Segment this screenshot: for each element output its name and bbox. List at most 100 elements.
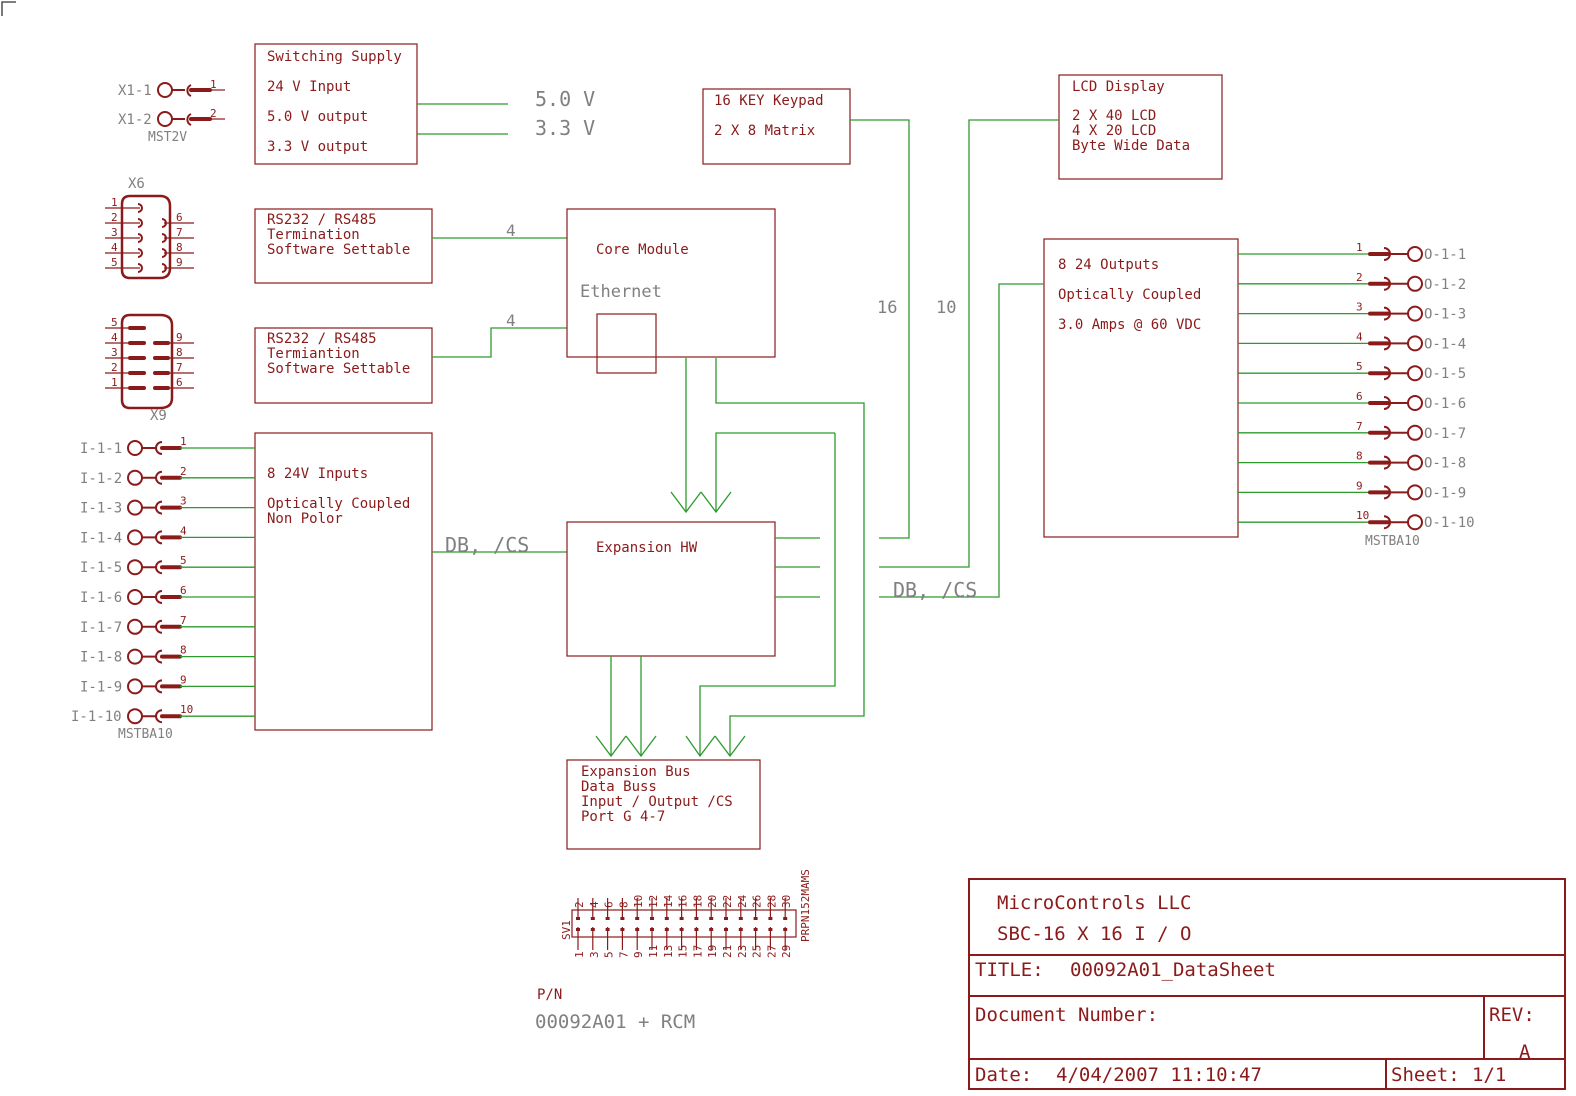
pn-value: 00092A01 + RCM — [535, 1011, 695, 1033]
inputs-line2: Optically Coupled — [267, 496, 410, 512]
pn-label: P/N — [537, 987, 562, 1003]
input-pin-number: 7 — [180, 614, 187, 627]
sv1-top-pin-number: 10 — [632, 895, 645, 908]
sv1-bottom-pin-number: 15 — [677, 945, 690, 958]
sv1-bottom-pin-number: 29 — [780, 945, 793, 958]
x6-left-pin-number: 4 — [111, 241, 118, 254]
input-pin-number: 5 — [180, 554, 187, 567]
input-pin-number: 3 — [180, 495, 187, 508]
input-pin: 1I-1-1 — [80, 435, 255, 457]
input-pin-number: 9 — [180, 673, 187, 686]
rs1-line1: RS232 / RS485 — [267, 212, 377, 228]
x6-db9-connector: X6 — [120, 176, 172, 280]
sv1-top-pin-number: 18 — [691, 895, 704, 908]
ethernet-label: Ethernet — [580, 282, 662, 302]
x1-pin2-label: X1-2 — [118, 112, 152, 128]
outputs-line1: 8 24 Outputs — [1058, 257, 1159, 273]
x6-left-pin-number: 2 — [111, 211, 118, 224]
keypad-line1: 16 KEY Keypad — [714, 93, 824, 109]
output-pin-number: 10 — [1356, 509, 1369, 522]
wire-rs2-core — [432, 327, 567, 358]
supply-5v-label: 5.0 V output — [267, 109, 368, 125]
x9-name: X9 — [150, 408, 167, 424]
output-pin-number: 6 — [1356, 390, 1363, 403]
sv1-top-pin-number: 28 — [765, 895, 778, 908]
output-pin-label: O-1-4 — [1424, 336, 1466, 352]
sv1-top-pin-number: 20 — [706, 895, 719, 908]
sv1-bottom-pin-number: 19 — [706, 945, 719, 958]
input-pin-label: I-1-4 — [80, 530, 122, 546]
wire-keypad — [850, 119, 910, 539]
output-pin-number: 4 — [1356, 330, 1363, 343]
x6-right-pin-number: 9 — [176, 256, 183, 269]
input-pin-label: I-1-1 — [80, 441, 122, 457]
sv1-bottom-pin-number: 13 — [662, 945, 675, 958]
expansion-hw-block: Expansion HW — [566, 521, 776, 657]
sv1-bottom-pin-number: 3 — [588, 951, 601, 958]
x6-left-pin-number: 5 — [111, 256, 118, 269]
date-value: 4/04/2007 11:10:47 — [1056, 1064, 1262, 1086]
x9-right-pin-number: 7 — [176, 361, 183, 374]
rs2-line1: RS232 / RS485 — [267, 331, 377, 347]
outputs-part-label: MSTBA10 — [1365, 534, 1420, 549]
lcd-line2: 4 X 20 LCD — [1072, 123, 1156, 139]
input-pin: 10I-1-10 — [71, 703, 255, 725]
x6-left-pin-number: 1 — [111, 196, 118, 209]
expbus-line3: Input / Output /CS — [581, 794, 733, 810]
wire-outputs — [879, 283, 1044, 598]
input-pin-label: I-1-5 — [80, 560, 122, 576]
outputs-line3: 3.0 Amps @ 60 VDC — [1058, 317, 1201, 333]
sv1-top-pin-number: 4 — [588, 901, 601, 908]
input-pin-number: 8 — [180, 644, 187, 657]
output-pin-label: O-1-9 — [1424, 485, 1466, 501]
rs232-block-2: RS232 / RS485 Termiantion Software Setta… — [254, 327, 433, 404]
x1-num1: 1 — [210, 78, 217, 91]
sv1-top-pin-number: 8 — [617, 901, 630, 908]
keypad-line2: 2 X 8 Matrix — [714, 123, 815, 139]
rs2-line3: Software Settable — [267, 361, 410, 377]
title-block: MicroControls LLC SBC-16 X 16 I / O TITL… — [968, 878, 1566, 1090]
x6-right-pin-number: 8 — [176, 241, 183, 254]
x1-connector: X1-1 X1-2 MST2V 1 2 — [118, 78, 225, 145]
product-name: SBC-16 X 16 I / O — [997, 923, 1191, 945]
company-name: MicroControls LLC — [997, 892, 1191, 914]
output-pin-number: 1 — [1356, 241, 1363, 254]
sv1-top-pin-number: 14 — [662, 894, 675, 908]
input-pin: 7I-1-7 — [80, 614, 255, 636]
input-pin-label: I-1-9 — [80, 679, 122, 695]
sv1-bottom-pin-number: 1 — [573, 951, 586, 958]
sv1-bottom-pin-number: 21 — [721, 945, 734, 958]
output-pin: 4 O-1-4 — [1238, 330, 1466, 352]
outputs-block: 8 24 Outputs Optically Coupled 3.0 Amps … — [1043, 238, 1239, 538]
x9-left-pin-number: 2 — [111, 361, 118, 374]
output-pin-label: O-1-8 — [1424, 456, 1466, 472]
input-pin-label: I-1-6 — [80, 590, 122, 606]
document-number-label: Document Number: — [975, 1004, 1158, 1026]
x1-num2: 2 — [210, 107, 217, 120]
sv1-name: SV1 — [560, 920, 573, 940]
expansion-bus-block: Expansion Bus Data Buss Input / Output /… — [566, 759, 761, 850]
rs1-line3: Software Settable — [267, 242, 410, 258]
lcd-line3: Byte Wide Data — [1072, 138, 1190, 154]
lcd-line1: 2 X 40 LCD — [1072, 108, 1156, 124]
input-pin: 3I-1-3 — [80, 495, 255, 517]
output-pin-number: 3 — [1356, 301, 1363, 314]
output-pin-number: 5 — [1356, 360, 1363, 373]
rs1-bus-width: 4 — [506, 221, 516, 240]
x6-name: X6 — [128, 176, 145, 192]
x6-right-pin-number: 7 — [176, 226, 183, 239]
x9-left-pin-number: 1 — [111, 376, 118, 389]
output-pin-number: 7 — [1356, 420, 1363, 433]
input-pin-number: 2 — [180, 465, 187, 478]
sv1-bottom-pin-number: 23 — [736, 945, 749, 958]
output-pin-label: O-1-3 — [1424, 307, 1466, 323]
sheet-value: 1/1 — [1472, 1064, 1506, 1086]
input-pin: 6I-1-6 — [80, 584, 255, 606]
x1-part-label: MST2V — [148, 130, 187, 145]
